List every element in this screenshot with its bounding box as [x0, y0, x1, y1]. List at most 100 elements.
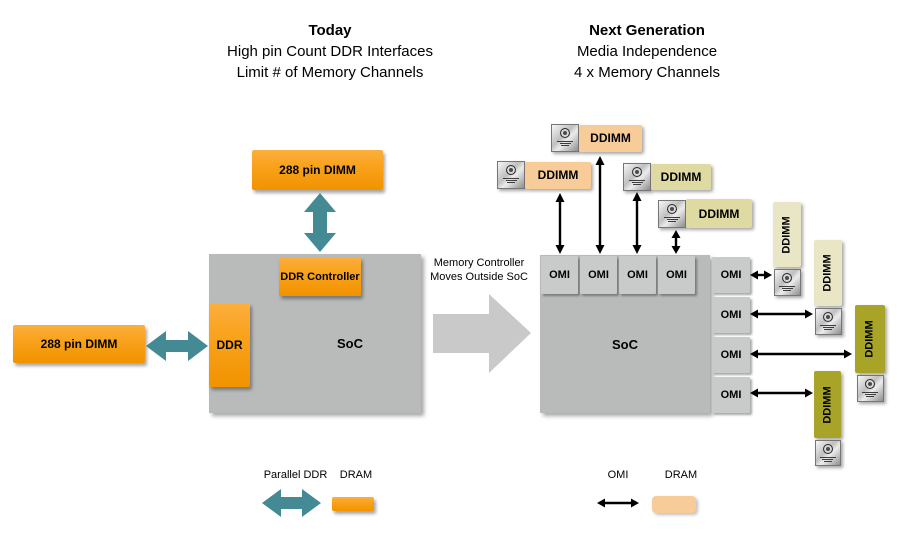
ddimm-label: DDIMM: [660, 170, 702, 184]
soc-left-label: SoC: [337, 336, 363, 351]
ddimm-bar: DDIMM: [814, 240, 842, 306]
chip-text-lines: [629, 179, 645, 185]
next-gen-heading: Next Generation: [589, 22, 705, 39]
omi-right-1-label: OMI: [720, 269, 742, 281]
transition-note: Memory Controller Moves Outside SoC: [425, 256, 533, 284]
ddimm-bar: DDIMM: [855, 305, 885, 373]
omi-link-right-2: [750, 309, 813, 319]
omi-top-1-label: OMI: [549, 269, 570, 281]
omi-right-4: OMI: [712, 377, 750, 413]
ddimm-module-right-2: DDIMM: [814, 240, 842, 335]
chip-text-lines: [503, 177, 519, 183]
omi-top-1: OMI: [541, 256, 578, 294]
ddr-controller-label: DDR Controller: [280, 270, 360, 283]
ddimm-module-top-1: DDIMM: [551, 124, 642, 152]
omi-top-2: OMI: [580, 256, 617, 294]
ddimm-bar: DDIMM: [651, 164, 711, 190]
ddimm-label: DDIMM: [781, 215, 793, 254]
microchip-buffer-icon: [623, 163, 651, 191]
dimm-left-label: 288 pin DIMM: [40, 337, 118, 351]
dimm-left-box: 288 pin DIMM: [13, 325, 145, 363]
chip-text-lines: [862, 391, 878, 397]
legend-dram-right-label: DRAM: [664, 469, 698, 481]
omi-right-1: OMI: [712, 257, 750, 293]
chip-logo-icon: [506, 165, 516, 175]
legend-omi-arrow: [597, 498, 639, 508]
ddimm-module-right-1: DDIMM: [773, 202, 801, 296]
chip-text-lines: [819, 456, 836, 462]
chip-logo-icon: [632, 167, 642, 177]
microchip-buffer-icon: [497, 161, 525, 189]
ddimm-label: DDIMM: [537, 168, 579, 182]
legend-omi-label: OMI: [607, 469, 629, 481]
next-gen-line1: Media Independence: [576, 43, 718, 60]
chip-text-lines: [557, 140, 573, 146]
ddimm-bar: DDIMM: [579, 124, 642, 152]
microchip-buffer-icon: [814, 308, 842, 335]
chip-logo-icon: [823, 312, 833, 322]
omi-link-right-3: [750, 349, 852, 359]
omi-link-top-4: [671, 230, 681, 254]
ddimm-bar: DDIMM: [773, 202, 801, 267]
next-gen-line2: 4 x Memory Channels: [574, 64, 720, 81]
ddimm-label: DDIMM: [821, 385, 834, 424]
ddimm-label: DDIMM: [590, 131, 631, 145]
omi-link-right-1: [750, 270, 772, 280]
chip-logo-icon: [782, 273, 792, 283]
omi-link-right-4: [750, 388, 813, 398]
today-title-block: Today High pin Count DDR Interfaces Limi…: [180, 20, 480, 83]
ddimm-module-right-4: DDIMM: [814, 371, 841, 466]
today-line2: Limit # of Memory Channels: [236, 64, 424, 81]
omi-top-4-label: OMI: [666, 269, 687, 281]
legend-parallel-ddr-label: Parallel DDR: [263, 469, 328, 481]
ddimm-module-top-3: DDIMM: [623, 163, 711, 191]
omi-right-3-label: OMI: [720, 349, 742, 361]
omi-link-top-2: [595, 156, 605, 254]
legend-parallel-ddr-arrow: [262, 489, 321, 517]
microchip-buffer-icon: [814, 440, 841, 466]
transition-line2: Moves Outside SoC: [430, 271, 528, 283]
omi-link-top-1: [555, 193, 565, 254]
omi-right-3: OMI: [712, 337, 750, 373]
ddimm-bar: DDIMM: [686, 199, 752, 228]
dimm-top-box: 288 pin DIMM: [252, 150, 383, 190]
ddr-box: DDR: [209, 303, 250, 387]
omi-top-3: OMI: [619, 256, 656, 294]
omi-top-3-label: OMI: [627, 269, 648, 281]
chip-text-lines: [820, 324, 836, 330]
microchip-buffer-icon: [773, 269, 801, 296]
ddimm-module-top-4: DDIMM: [658, 199, 752, 228]
ddimm-label: DDIMM: [822, 254, 834, 292]
transition-line1: Memory Controller: [433, 257, 525, 269]
chip-text-lines: [664, 216, 680, 222]
legend-dram-left-swatch: [332, 497, 374, 511]
chip-text-lines: [779, 285, 795, 291]
chip-logo-icon: [822, 444, 833, 454]
ddimm-module-right-3: DDIMM: [855, 305, 885, 402]
parallel-ddr-vertical-arrow: [304, 193, 336, 252]
omi-top-4: OMI: [658, 256, 695, 294]
ddimm-label: DDIMM: [698, 206, 740, 221]
microchip-buffer-icon: [658, 199, 686, 228]
chip-logo-icon: [667, 203, 677, 214]
omi-right-2-label: OMI: [720, 309, 742, 321]
ddr-label: DDR: [216, 338, 243, 352]
omi-top-2-label: OMI: [588, 269, 609, 281]
omi-right-4-label: OMI: [720, 389, 742, 401]
ddimm-bar: DDIMM: [814, 371, 841, 438]
chip-logo-icon: [560, 128, 570, 138]
next-gen-title-block: Next Generation Media Independence 4 x M…: [497, 20, 797, 83]
transition-arrow: [433, 294, 531, 373]
ddimm-module-top-2: DDIMM: [497, 161, 591, 189]
microchip-buffer-icon: [856, 375, 884, 402]
legend-dram-right-swatch: [652, 496, 696, 513]
today-heading: Today: [308, 22, 352, 39]
legend-dram-left-label: DRAM: [339, 469, 373, 481]
ddr-controller-box: DDR Controller: [279, 257, 361, 296]
omi-link-top-3: [632, 192, 642, 254]
ddimm-bar: DDIMM: [525, 161, 591, 189]
parallel-ddr-horizontal-arrow: [146, 331, 208, 361]
omi-right-2: OMI: [712, 297, 750, 333]
microchip-buffer-icon: [551, 124, 579, 152]
